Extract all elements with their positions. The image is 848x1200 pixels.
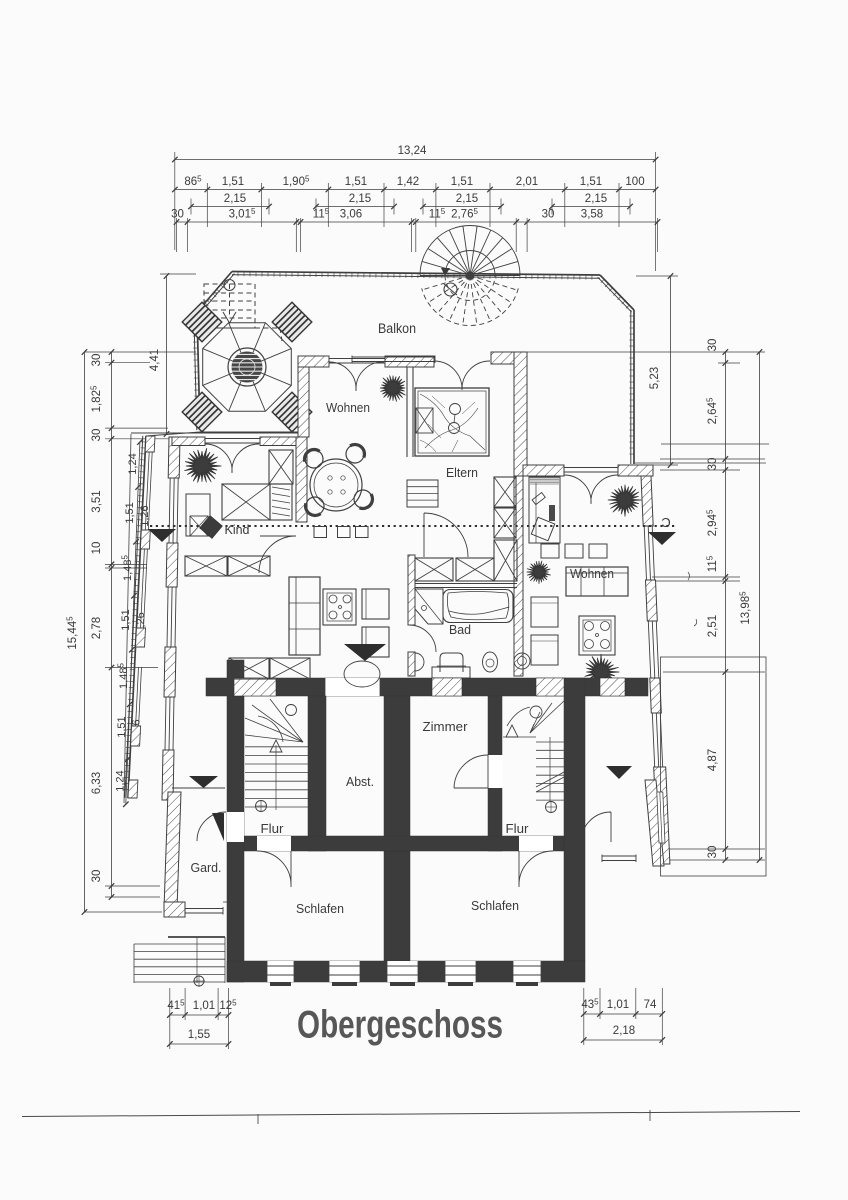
svg-text:100: 100 xyxy=(625,176,644,188)
svg-text:2,645: 2,645 xyxy=(706,397,720,424)
svg-text:30: 30 xyxy=(707,339,719,352)
svg-text:2,765: 2,765 xyxy=(451,207,478,221)
svg-text:Wohnen: Wohnen xyxy=(570,567,614,581)
svg-text:1,51: 1,51 xyxy=(345,176,367,188)
svg-text:Obergeschoss: Obergeschoss xyxy=(297,1004,503,1047)
svg-text:15,445: 15,445 xyxy=(66,616,80,650)
svg-text:30: 30 xyxy=(171,209,184,221)
svg-text:3,58: 3,58 xyxy=(581,209,603,221)
svg-text:1,55: 1,55 xyxy=(188,1029,210,1041)
svg-text:3,015: 3,015 xyxy=(229,207,256,221)
svg-text:3,51: 3,51 xyxy=(91,490,103,512)
svg-text:2,78: 2,78 xyxy=(91,617,103,639)
svg-text:30: 30 xyxy=(91,429,103,442)
svg-text:4,41: 4,41 xyxy=(149,349,161,371)
svg-text:2,01: 2,01 xyxy=(516,176,538,188)
svg-text:Flur: Flur xyxy=(261,822,284,836)
svg-text:2,15: 2,15 xyxy=(456,193,478,205)
svg-text:2,51: 2,51 xyxy=(707,615,719,637)
svg-text:10: 10 xyxy=(91,542,103,555)
svg-text:1,01: 1,01 xyxy=(607,999,629,1011)
svg-text:1,51: 1,51 xyxy=(222,176,244,188)
svg-text:1,905: 1,905 xyxy=(283,175,310,189)
svg-text:1,24: 1,24 xyxy=(115,770,127,791)
svg-text:1,51: 1,51 xyxy=(451,176,473,188)
svg-text:3,06: 3,06 xyxy=(340,209,362,221)
svg-text:C: C xyxy=(661,515,670,530)
svg-text:Balkon: Balkon xyxy=(378,321,416,336)
svg-text:30: 30 xyxy=(707,846,719,859)
svg-text:13,985: 13,985 xyxy=(739,591,753,625)
svg-text:1,51: 1,51 xyxy=(124,502,136,523)
svg-text:1,01: 1,01 xyxy=(193,1000,215,1012)
svg-text:30: 30 xyxy=(91,870,103,883)
svg-text:Eltern: Eltern xyxy=(446,466,478,480)
svg-text:74: 74 xyxy=(644,999,657,1011)
svg-text:6,33: 6,33 xyxy=(91,772,103,794)
svg-text:1,24: 1,24 xyxy=(127,453,139,474)
svg-text:Abst.: Abst. xyxy=(346,775,374,789)
svg-text:1,485: 1,485 xyxy=(121,555,135,581)
svg-text:Schlafen: Schlafen xyxy=(471,899,519,913)
svg-text:1,825: 1,825 xyxy=(90,385,104,412)
svg-text:Wohnen: Wohnen xyxy=(326,401,370,415)
svg-text:4,87: 4,87 xyxy=(707,749,719,771)
svg-text:Schlafen: Schlafen xyxy=(296,902,344,916)
svg-text:Bad: Bad xyxy=(449,623,471,637)
svg-text:2,15: 2,15 xyxy=(349,193,371,205)
svg-text:5,23: 5,23 xyxy=(649,367,661,389)
svg-text:Kind: Kind xyxy=(225,523,250,537)
svg-text:Gard.: Gard. xyxy=(191,861,222,875)
svg-text:2,945: 2,945 xyxy=(706,509,720,536)
svg-text:1,51: 1,51 xyxy=(120,609,132,630)
svg-text:1,51: 1,51 xyxy=(116,716,128,737)
svg-text:13,24: 13,24 xyxy=(398,145,427,157)
svg-text:1,51: 1,51 xyxy=(580,176,602,188)
svg-text:30: 30 xyxy=(91,354,103,367)
svg-text:30: 30 xyxy=(542,209,555,221)
svg-text:2,18: 2,18 xyxy=(613,1025,635,1037)
svg-text:30: 30 xyxy=(707,458,719,471)
svg-text:Zimmer: Zimmer xyxy=(423,720,468,734)
svg-text:Flur: Flur xyxy=(506,822,529,836)
svg-text:2,15: 2,15 xyxy=(224,193,246,205)
svg-text:2,15: 2,15 xyxy=(585,193,607,205)
svg-text:1,42: 1,42 xyxy=(397,176,419,188)
